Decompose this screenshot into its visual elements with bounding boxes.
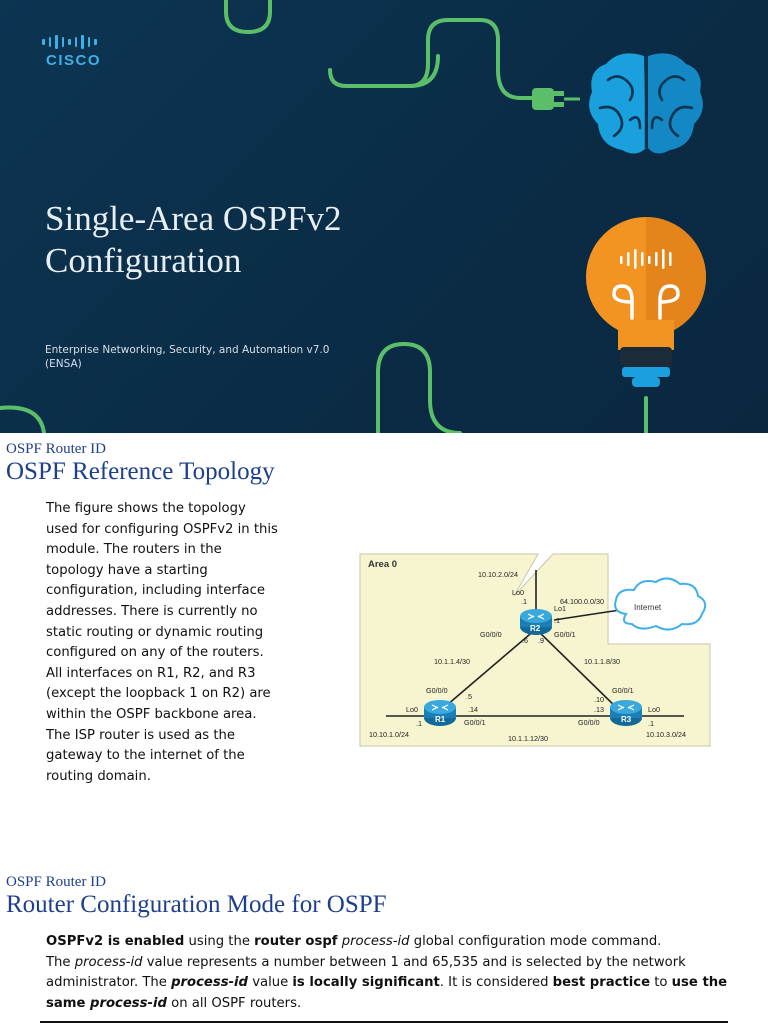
router-r3-icon: [610, 700, 642, 726]
label-r1-host-5: .5: [466, 692, 472, 701]
label-r2-g000: G0/0/0: [480, 630, 502, 639]
link-r2-isp: [553, 609, 621, 621]
router-r1-icon: [424, 700, 456, 726]
label-r1-lo0-host: .1: [416, 719, 422, 728]
label-isp-link: 64.100.0.0/30: [560, 597, 604, 606]
ospf-topology-diagram: Area 0 Internet R2 R1 R3 10.10.2.0/24: [359, 553, 711, 747]
router-r2-icon: [520, 609, 552, 635]
label-link-r1-r3: 10.1.1.12/30: [508, 734, 548, 743]
section2-heading: Router Configuration Mode for OSPF: [6, 891, 387, 918]
brain-icon: [589, 53, 703, 154]
label-r2-lo0-host: .1: [521, 597, 527, 606]
section1-kicker: OSPF Router ID: [6, 441, 107, 457]
link-r1-r2: [439, 628, 537, 712]
section1-heading: OSPF Reference Topology: [6, 458, 275, 485]
label-r1-lo0: Lo0: [406, 705, 418, 714]
label-r3-g001: G0/0/1: [612, 686, 634, 695]
label-r3-g000: G0/0/0: [578, 718, 600, 727]
label-r1-g001: G0/0/1: [464, 718, 486, 727]
label-r2-lo0: Lo0: [512, 588, 524, 597]
label-r2-host-9: .9: [538, 636, 544, 645]
label-r3-host-10: .10: [594, 695, 604, 704]
plug-icon: [532, 88, 580, 110]
ospf-config-paragraph: OSPFv2 is enabled using the router ospf …: [46, 934, 728, 1011]
label-link-r1-r2: 10.1.1.4/30: [434, 657, 470, 666]
label-r2-lo1-host: .1: [554, 616, 560, 625]
cisco-logo: CISCO: [40, 34, 120, 74]
area-0-region: [359, 553, 711, 747]
label-r1-g000: G0/0/0: [426, 686, 448, 695]
label-r1-host-14: .14: [468, 705, 478, 714]
lightbulb-icon: [586, 217, 706, 387]
logo-wordmark: CISCO: [46, 52, 102, 69]
label-r2-lan: 10.10.2.0/24: [478, 570, 518, 579]
label-r1-lan: 10.10.1.0/24: [369, 730, 409, 739]
label-r3-lo0-host: .1: [648, 719, 654, 728]
label-r3-host-13: .13: [594, 705, 604, 714]
slide-subtitle: Enterprise Networking, Security, and Aut…: [45, 344, 330, 370]
section2-kicker: OSPF Router ID: [6, 874, 107, 890]
title-slide: CISCO Single-Area OSPFv2 Configuration E…: [0, 0, 768, 433]
label-r2-lo1: Lo1: [554, 604, 566, 613]
label-r3-lo0: Lo0: [648, 705, 660, 714]
router-r3-label: R3: [621, 715, 632, 724]
label-r2-host-6: .6: [522, 636, 528, 645]
label-r3-lan: 10.10.3.0/24: [646, 730, 686, 739]
section1-body: The figure shows the topology used for c…: [46, 501, 278, 784]
slide-title: Single-Area OSPFv2 Configuration: [45, 199, 342, 280]
bottom-divider: [40, 1021, 728, 1023]
internet-label: Internet: [634, 603, 662, 612]
label-link-r2-r3: 10.1.1.8/30: [584, 657, 620, 666]
decorative-line-art: [0, 0, 706, 433]
area-label: Area 0: [368, 559, 397, 570]
router-r2-label: R2: [530, 624, 541, 633]
internet-cloud-icon: [614, 577, 707, 631]
label-r2-g001: G0/0/1: [554, 630, 576, 639]
router-r1-label: R1: [435, 715, 446, 724]
link-r2-r3: [535, 628, 621, 712]
